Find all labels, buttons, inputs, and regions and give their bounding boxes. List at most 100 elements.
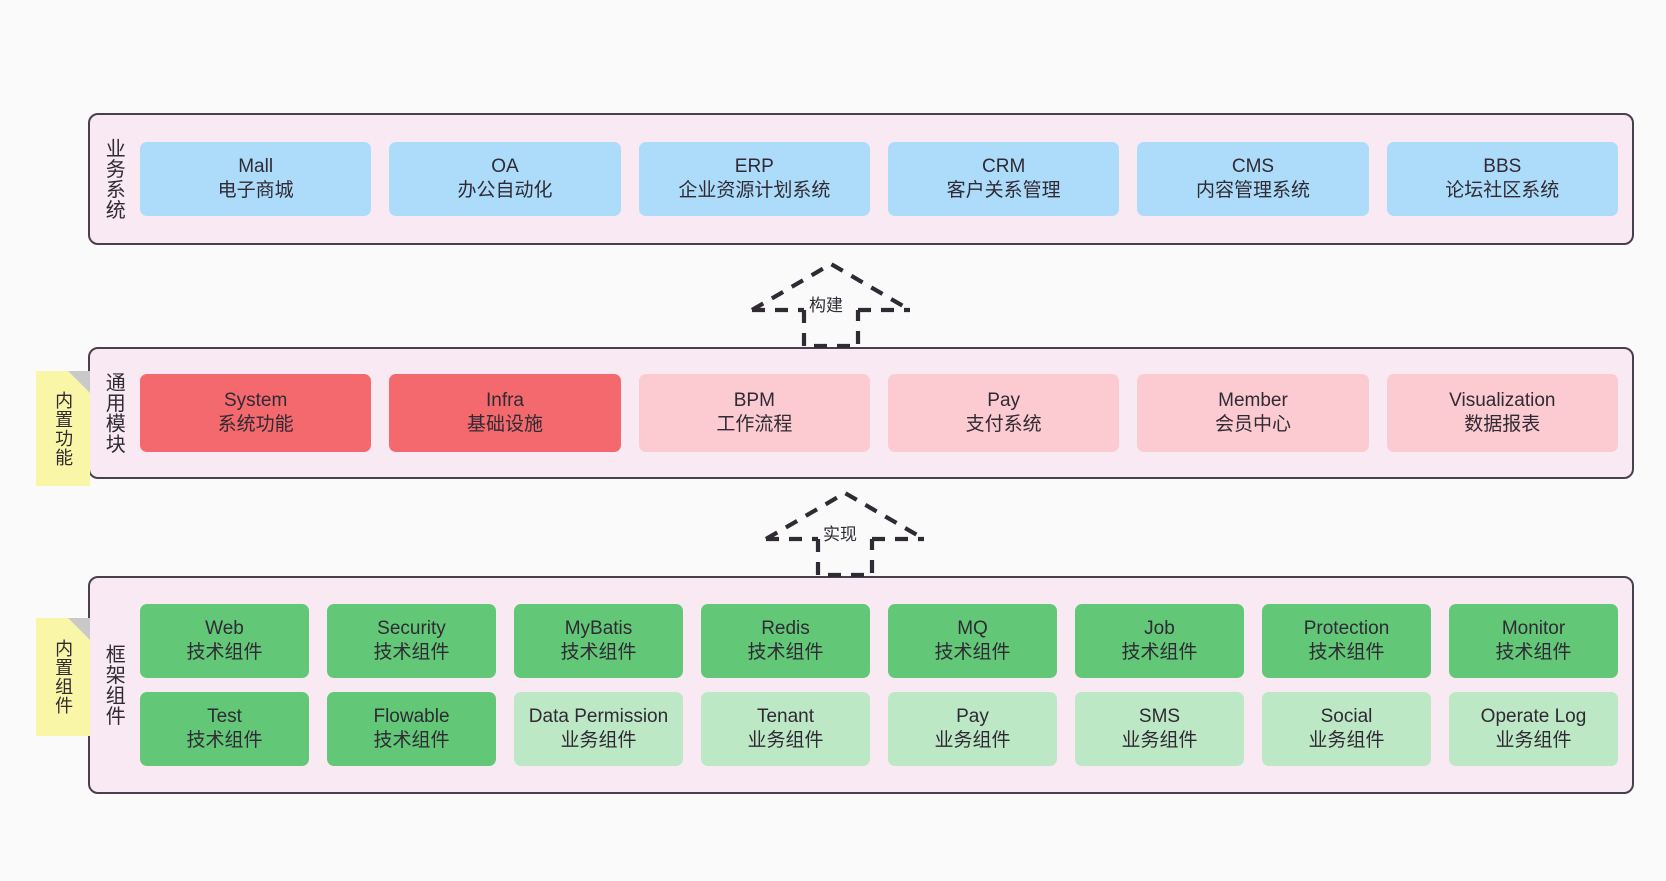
card-flowable[interactable]: Flowable 技术组件	[327, 692, 496, 766]
card-title: Member	[1218, 390, 1288, 412]
card-subtitle: 数据报表	[1464, 414, 1541, 435]
card-pay-business[interactable]: Pay 业务组件	[888, 692, 1057, 766]
card-subtitle: 技术组件	[560, 642, 637, 663]
card-protection[interactable]: Protection 技术组件	[1262, 604, 1431, 678]
card-title: Data Permission	[528, 706, 669, 728]
layer-business-system-title: 业务系统	[102, 138, 125, 220]
card-subtitle: 业务组件	[1121, 730, 1198, 751]
card-subtitle: 论坛社区系统	[1445, 180, 1560, 201]
card-subtitle: 业务组件	[747, 730, 824, 751]
sticky-fold-icon	[68, 371, 90, 393]
card-subtitle: 技术组件	[186, 730, 263, 751]
card-cms[interactable]: CMS 内容管理系统	[1137, 142, 1369, 216]
card-title: BPM	[733, 390, 775, 412]
sticky-note-label: 内置组件	[53, 639, 74, 715]
card-subtitle: 内容管理系统	[1195, 180, 1310, 201]
card-monitor[interactable]: Monitor 技术组件	[1449, 604, 1618, 678]
card-mybatis[interactable]: MyBatis 技术组件	[514, 604, 683, 678]
card-data-permission[interactable]: Data Permission 业务组件	[514, 692, 683, 766]
layer-business-system-body: Mall 电子商城 OA 办公自动化 ERP 企业资源计划系统 CRM 客户关系…	[136, 115, 1632, 243]
card-pay[interactable]: Pay 支付系统	[887, 374, 1120, 452]
layer-framework-component[interactable]: 框架组件 Web 技术组件 Security 技术组件 MyBatis 技术组件…	[88, 576, 1634, 794]
card-title: MyBatis	[564, 618, 633, 640]
card-title: Test	[207, 706, 242, 728]
card-title: Monitor	[1501, 618, 1566, 640]
card-row: Mall 电子商城 OA 办公自动化 ERP 企业资源计划系统 CRM 客户关系…	[140, 142, 1618, 216]
sticky-fold-icon	[68, 618, 90, 640]
card-row: Web 技术组件 Security 技术组件 MyBatis 技术组件 Redi…	[140, 604, 1618, 678]
card-title: Job	[1144, 618, 1175, 640]
card-subtitle: 业务组件	[560, 730, 637, 751]
card-subtitle: 技术组件	[373, 642, 450, 663]
card-title: OA	[491, 156, 519, 178]
card-row: Test 技术组件 Flowable 技术组件 Data Permission …	[140, 692, 1618, 766]
card-social[interactable]: Social 业务组件	[1262, 692, 1431, 766]
card-title: CMS	[1231, 156, 1275, 178]
card-tenant[interactable]: Tenant 业务组件	[701, 692, 870, 766]
card-subtitle: 工作流程	[716, 414, 793, 435]
card-title: SMS	[1138, 706, 1181, 728]
card-subtitle: 技术组件	[747, 642, 824, 663]
card-subtitle: 技术组件	[186, 642, 263, 663]
sticky-note-label: 内置功能	[53, 390, 74, 467]
card-web[interactable]: Web 技术组件	[140, 604, 309, 678]
card-subtitle: 技术组件	[1308, 642, 1385, 663]
card-title: Flowable	[373, 706, 450, 728]
card-bpm[interactable]: BPM 工作流程	[638, 374, 870, 452]
card-title: Tenant	[756, 706, 815, 728]
card-crm[interactable]: CRM 客户关系管理	[887, 142, 1120, 216]
card-job[interactable]: Job 技术组件	[1075, 604, 1244, 678]
card-security[interactable]: Security 技术组件	[327, 604, 496, 678]
connector-build-label: 构建	[807, 291, 845, 316]
card-title: Social	[1320, 706, 1373, 728]
card-subtitle: 办公自动化	[457, 180, 553, 201]
dashed-hollow-arrow-up-icon	[750, 261, 912, 349]
card-subtitle: 技术组件	[373, 730, 450, 751]
connector-implement: 实现	[758, 487, 933, 578]
card-title: System	[223, 390, 288, 412]
card-bbs[interactable]: BBS 论坛社区系统	[1386, 142, 1618, 216]
card-subtitle: 业务组件	[1308, 730, 1385, 751]
card-erp[interactable]: ERP 企业资源计划系统	[638, 142, 870, 216]
card-subtitle: 系统功能	[217, 414, 294, 435]
layer-framework-component-body: Web 技术组件 Security 技术组件 MyBatis 技术组件 Redi…	[136, 578, 1632, 792]
card-subtitle: 客户关系管理	[946, 180, 1061, 201]
card-title: Redis	[761, 618, 810, 640]
card-title: Pay	[987, 390, 1021, 412]
card-title: Web	[205, 618, 244, 640]
card-infra[interactable]: Infra 基础设施	[389, 374, 621, 452]
card-subtitle: 技术组件	[1121, 642, 1198, 663]
card-title: Operate Log	[1480, 706, 1587, 728]
card-title: Mall	[238, 156, 274, 178]
layer-common-module[interactable]: 通用模块 System 系统功能 Infra 基础设施 BPM 工作流程 Pay…	[88, 347, 1634, 479]
card-title: Pay	[956, 706, 989, 728]
card-oa[interactable]: OA 办公自动化	[389, 142, 621, 216]
card-system[interactable]: System 系统功能	[140, 374, 372, 452]
connector-build: 构建	[744, 258, 919, 349]
layer-framework-component-title: 框架组件	[102, 644, 125, 726]
card-title: Visualization	[1449, 390, 1556, 412]
card-mq[interactable]: MQ 技术组件	[888, 604, 1057, 678]
card-subtitle: 技术组件	[1495, 642, 1572, 663]
sticky-note-builtin-features: 内置功能	[36, 371, 90, 486]
card-subtitle: 基础设施	[466, 414, 543, 435]
connector-implement-label: 实现	[821, 520, 859, 545]
sticky-note-builtin-components: 内置组件	[36, 618, 90, 736]
card-title: BBS	[1483, 156, 1522, 178]
card-title: MQ	[957, 618, 988, 640]
card-test[interactable]: Test 技术组件	[140, 692, 309, 766]
card-redis[interactable]: Redis 技术组件	[701, 604, 870, 678]
card-mall[interactable]: Mall 电子商城	[140, 142, 372, 216]
card-subtitle: 电子商城	[217, 180, 294, 201]
card-title: CRM	[982, 156, 1026, 178]
card-title: Infra	[485, 390, 524, 412]
card-visualization[interactable]: Visualization 数据报表	[1386, 374, 1618, 452]
card-sms[interactable]: SMS 业务组件	[1075, 692, 1244, 766]
card-title: ERP	[734, 156, 774, 178]
dashed-hollow-arrow-up-icon	[764, 490, 926, 578]
card-subtitle: 企业资源计划系统	[678, 180, 831, 201]
layer-business-system[interactable]: 业务系统 Mall 电子商城 OA 办公自动化 ERP 企业资源计划系统 CRM…	[88, 113, 1634, 245]
card-operate-log[interactable]: Operate Log 业务组件	[1449, 692, 1618, 766]
card-member[interactable]: Member 会员中心	[1137, 374, 1369, 452]
